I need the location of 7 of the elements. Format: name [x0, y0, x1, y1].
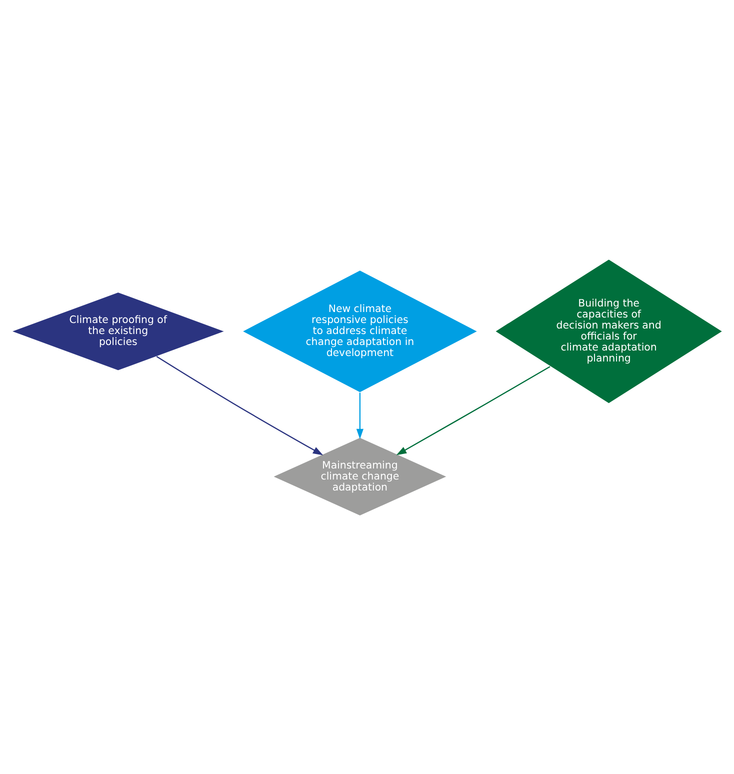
arrow [356, 392, 364, 439]
node-diamond: Climate proofing of the existing policies [10, 291, 226, 371]
arrow [396, 366, 550, 455]
node-diamond: Mainstreaming climate change adaptation [272, 436, 448, 516]
node-diamond: New climate responsive policies to address climate change adaptation in development [241, 269, 479, 393]
node-diamond: Building the capacities of decision makers and officials for climate adaptation planning [494, 258, 724, 404]
arrow [156, 355, 324, 455]
